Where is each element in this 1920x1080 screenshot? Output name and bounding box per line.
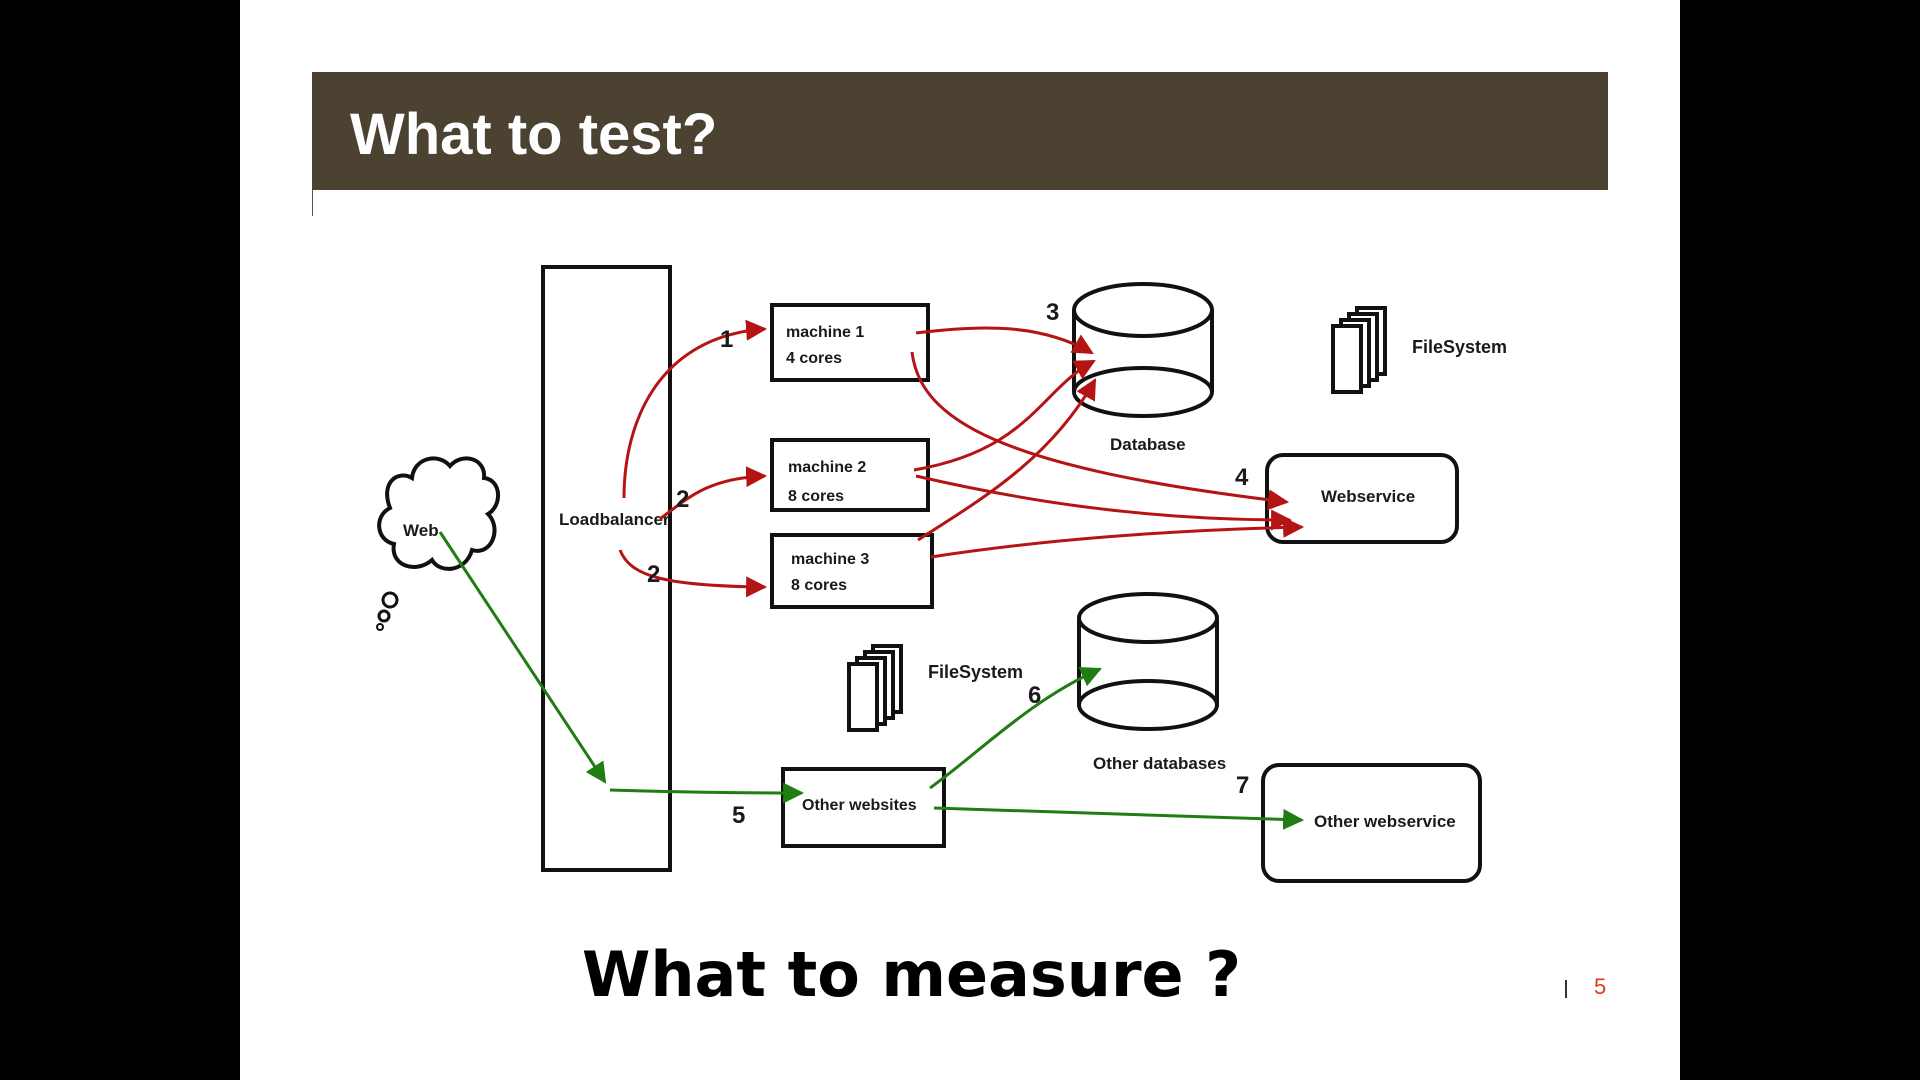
machine1-detail: 4 cores (786, 350, 842, 367)
document-stack-icon (847, 644, 903, 732)
step-6: 6 (1028, 682, 1041, 709)
filesystem-top-node: FileSystem (1331, 306, 1507, 394)
other-databases-node: Other databases (1077, 592, 1226, 773)
arrow-machine1-to-database (915, 326, 1094, 355)
webservice-node: Webservice (1265, 453, 1459, 544)
database-label: Database (1110, 435, 1186, 454)
arrow-web-to-loadbalancer (438, 531, 607, 784)
machine2-name: machine 2 (788, 459, 866, 476)
database-cylinder-icon (1072, 282, 1214, 418)
arrow-websites-to-other-webservice (933, 806, 1305, 830)
machine3-detail: 8 cores (791, 577, 847, 594)
architecture-diagram: Loadbalancer Web machine 1 4 cores machi… (376, 265, 1507, 883)
step-labels: 1 2 2 3 4 5 6 7 (647, 299, 1249, 829)
title-rule (312, 190, 313, 216)
other-websites-label: Other websites (802, 797, 917, 814)
step-1: 1 (720, 326, 733, 353)
loadbalancer-node: Loadbalancer (541, 265, 672, 872)
page-separator (1565, 980, 1567, 998)
step-2a: 2 (676, 486, 689, 513)
step-4: 4 (1235, 464, 1249, 491)
database-node: Database (1072, 282, 1214, 454)
arrow-websites-to-other-databases (929, 667, 1102, 790)
other-webservice-label: Other webservice (1314, 812, 1456, 831)
other-websites-node: Other websites (781, 767, 946, 848)
page-number: 5 (1594, 974, 1607, 999)
machine3-node: machine 3 8 cores (770, 533, 934, 609)
green-arrows (438, 531, 1305, 830)
filesystem-mid-node: FileSystem (847, 644, 1023, 732)
filesystem-top-label: FileSystem (1412, 337, 1507, 357)
arrow-to-other-websites (609, 782, 805, 804)
step-2b: 2 (647, 561, 660, 588)
filesystem-mid-label: FileSystem (928, 662, 1023, 682)
arrow-lb-to-machine3 (618, 549, 768, 598)
machine3-name: machine 3 (791, 551, 869, 568)
other-databases-label: Other databases (1093, 754, 1226, 773)
measure-question: What to measure ? (582, 938, 1242, 1011)
machine1-name: machine 1 (786, 324, 864, 341)
arrow-machine2-to-webservice (915, 474, 1293, 531)
slide-title: What to test? (350, 102, 718, 167)
step-7: 7 (1236, 772, 1249, 799)
machine2-node: machine 2 8 cores (770, 438, 930, 512)
arrow-machine3-to-webservice (930, 516, 1305, 559)
machine2-detail: 8 cores (788, 488, 844, 505)
web-node: Web (376, 456, 500, 631)
title-bar: What to test? (312, 72, 1608, 190)
machine1-node: machine 1 4 cores (770, 303, 930, 382)
red-arrows (618, 319, 1305, 598)
document-stack-icon (1331, 306, 1387, 394)
webservice-label: Webservice (1321, 487, 1415, 506)
step-3: 3 (1046, 299, 1059, 326)
arrow-machine1-to-webservice (910, 351, 1290, 511)
loadbalancer-label: Loadbalancer (559, 510, 670, 529)
arrow-lb-to-machine1 (622, 319, 768, 499)
arrow-machine2-to-database (913, 359, 1096, 472)
slide: What to test? Loadbalancer Web (240, 0, 1680, 1080)
other-webservice-node: Other webservice (1261, 763, 1482, 883)
cloud-icon (376, 456, 500, 631)
arrow-machine3-to-database (917, 378, 1097, 542)
web-label: Web (403, 521, 439, 540)
other-databases-cylinder-icon (1077, 592, 1219, 731)
arrow-lb-to-machine2 (659, 466, 768, 521)
step-5: 5 (732, 802, 745, 829)
